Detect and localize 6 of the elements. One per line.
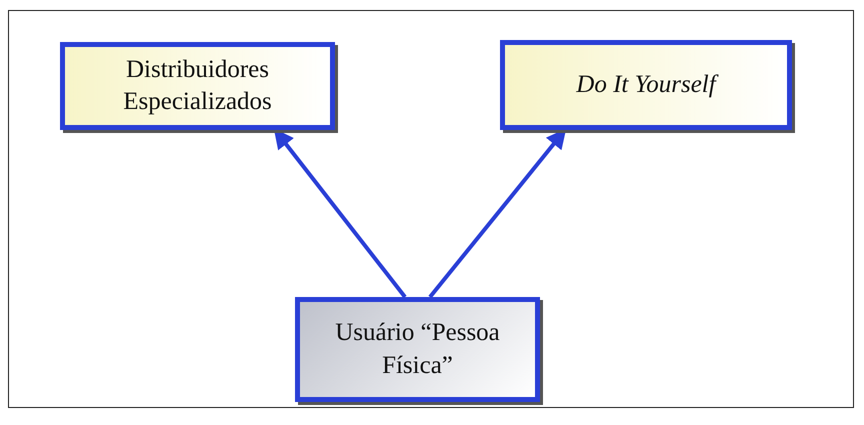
box-label: Usuário “Pessoa Física” [334, 318, 501, 380]
box-label: Do It Yourself [576, 68, 716, 102]
process-box [60, 42, 335, 130]
process-box [500, 40, 792, 130]
process-box [295, 297, 540, 402]
box-label: Distribuidores Especializados [122, 54, 273, 117]
